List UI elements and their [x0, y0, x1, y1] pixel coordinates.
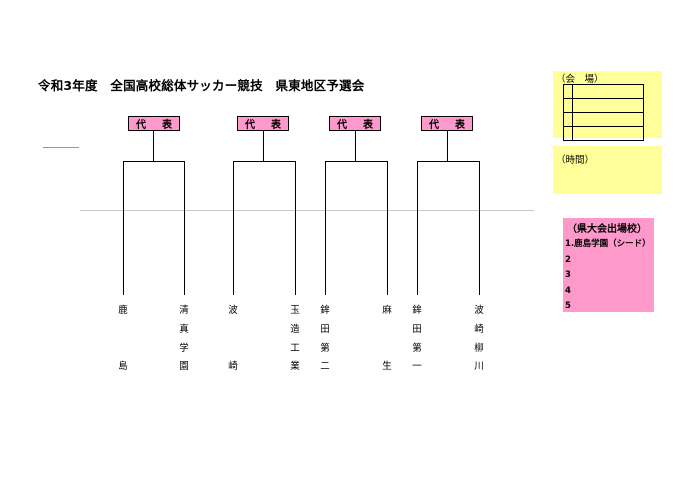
bracket-stem-3: [355, 131, 356, 161]
rep-label-right: 表: [455, 120, 465, 131]
rep-label-left: 代: [136, 120, 146, 131]
representative-box-2: 代 表: [237, 116, 289, 131]
venue-label: （会 場）: [556, 74, 604, 85]
rep-label-left: 代: [429, 120, 439, 131]
team-name: 鉾 田 第 一: [412, 305, 422, 373]
bracket-leg-right-2: [295, 161, 296, 295]
team-name: 麻 生: [382, 305, 392, 373]
time-box: [553, 146, 662, 194]
team-name: 波 崎: [228, 305, 238, 373]
team-name: 清 真 学 園: [179, 305, 189, 373]
qualifying-school-item: 4: [565, 285, 571, 296]
qualifying-schools-header: （県大会出場校）: [567, 224, 647, 235]
bracket-bar-3: [325, 161, 388, 162]
qualifying-school-item: 1.鹿島学園（シード）: [565, 239, 651, 249]
rep-label-right: 表: [162, 120, 172, 131]
bracket-leg-left-1: [123, 161, 124, 295]
venue-row: [564, 127, 643, 141]
team-name: 鉾 田 第 二: [320, 305, 330, 373]
venue-grid: [563, 84, 644, 141]
rep-label-right: 表: [271, 120, 281, 131]
bracket-leg-right-4: [479, 161, 480, 295]
time-label: （時間）: [556, 155, 595, 166]
venue-row: [564, 113, 643, 127]
team-name: 波 崎 柳 川: [474, 305, 484, 373]
representative-box-4: 代 表: [421, 116, 473, 131]
qualifying-schools-box: （県大会出場校） 1.鹿島学園（シード） 2 3 4 5: [563, 218, 654, 312]
bracket-leg-right-1: [184, 161, 185, 295]
bracket-leg-right-3: [387, 161, 388, 295]
bracket-stem-1: [153, 131, 154, 161]
bracket-stem-2: [263, 131, 264, 161]
rep-label-right: 表: [363, 120, 373, 131]
qualifying-school-item: 2: [565, 254, 571, 265]
bracket-bar-2: [233, 161, 296, 162]
rep-label-left: 代: [337, 120, 347, 131]
bracket-stem-4: [447, 131, 448, 161]
divider-line: [80, 210, 534, 211]
bracket-bar-1: [123, 161, 185, 162]
team-name: 鹿 島: [118, 305, 128, 373]
team-name: 玉 造 工 業: [290, 305, 300, 373]
bracket-leg-left-4: [417, 161, 418, 295]
bracket-bar-4: [417, 161, 480, 162]
bracket-leg-left-2: [233, 161, 234, 295]
rep-label-left: 代: [245, 120, 255, 131]
representative-box-3: 代 表: [329, 116, 381, 131]
bracket-leg-left-3: [325, 161, 326, 295]
venue-row: [564, 99, 643, 113]
qualifying-school-item: 3: [565, 270, 571, 280]
side-line: [43, 147, 79, 148]
representative-box-1: 代 表: [128, 116, 180, 131]
page-title: 令和3年度 全国高校総体サッカー競技 県東地区予選会: [38, 78, 365, 93]
venue-row: [564, 85, 643, 99]
qualifying-school-item: 5: [565, 301, 571, 311]
